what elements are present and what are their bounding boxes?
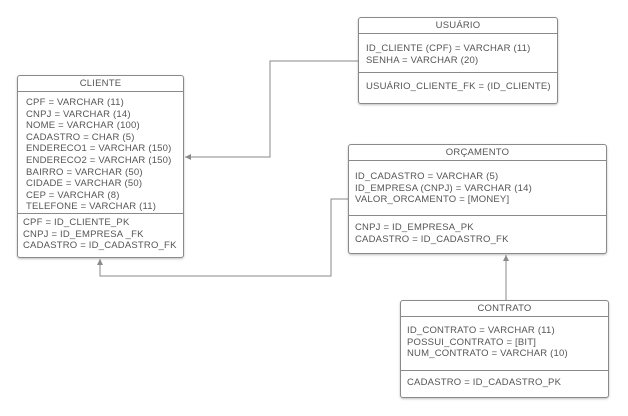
attribute-row: NOME = VARCHAR (100) [26,120,140,132]
attribute-row: ID_CADASTRO = VARCHAR (5) [355,171,499,182]
attribute-row: CEP = VARCHAR (8) [26,189,120,201]
attribute-row: CADASTRO = CHAR (5) [26,131,135,143]
arrowhead-cliente-bottom [97,259,103,265]
arrowhead-cliente-right [185,154,191,160]
entity-orcamento[interactable]: ORÇAMENTO ID_CADASTRO = VARCHAR (5) ID_E… [348,144,607,254]
entity-keys: CADASTRO = ID_CADASTRO_PK [401,371,608,392]
entity-attributes: ID_CLIENTE (CPF) = VARCHAR (11) SENHA = … [359,34,557,74]
attribute-row: NUM_CONTRATO = VARCHAR (10) [407,348,568,360]
arrowhead-orcamento-bottom [503,255,509,261]
entity-keys: USUÁRIO_CLIENTE_FK = (ID_CLIENTE) [359,73,557,96]
entity-contrato[interactable]: CONTRATO ID_CONTRATO = VARCHAR (11) POSS… [400,300,609,398]
key-row: CADASTRO = ID_CADASTRO_FK [23,240,177,252]
attribute-row: SENHA = VARCHAR (20) [366,54,479,66]
attribute-row: TELEFONE = VARCHAR (11) [26,201,157,213]
entity-attributes: CPF = VARCHAR (11) CNPJ = VARCHAR (14) N… [18,92,183,214]
attribute-row: ID_CONTRATO = VARCHAR (11) [407,325,555,336]
attribute-row: ID_EMPRESA (CNPJ) = VARCHAR (14) [355,182,532,194]
entity-cliente[interactable]: CLIENTE CPF = VARCHAR (11) CNPJ = VARCHA… [17,75,184,258]
entity-keys: CPF = ID_CLIENTE_PK CNPJ = ID_EMPRESA _F… [18,214,183,255]
attribute-row: CNPJ = VARCHAR (14) [26,108,131,120]
attribute-row: ID_CLIENTE (CPF) = VARCHAR (11) [366,43,531,54]
attribute-row: VALOR_ORCAMENTO = [MONEY] [355,194,510,206]
attribute-row: POSSUI_CONTRATO = [BIT] [407,336,537,348]
entity-title: ORÇAMENTO [349,145,606,161]
connector-usuario-cliente [185,60,358,158]
key-row: CNPJ = ID_EMPRESA _FK [23,228,144,240]
key-row: CADASTRO = ID_CADASTRO_FK [355,233,509,245]
attribute-row: BAIRRO = VARCHAR (50) [26,166,143,178]
attribute-row: ENDERECO1 = VARCHAR (150) [26,143,172,155]
entity-title: USUÁRIO [359,18,557,34]
key-row: USUÁRIO_CLIENTE_FK = (ID_CLIENTE) [366,81,551,93]
attribute-row: ENDERECO2 = VARCHAR (150) [26,154,172,166]
key-row: CPF = ID_CLIENTE_PK [23,217,130,228]
entity-attributes: ID_CADASTRO = VARCHAR (5) ID_EMPRESA (CN… [349,161,606,216]
key-row: CNPJ = ID_EMPRESA_PK [355,222,474,233]
key-row: CADASTRO = ID_CADASTRO_PK [407,377,562,388]
entity-title: CLIENTE [18,76,183,92]
entity-usuario[interactable]: USUÁRIO ID_CLIENTE (CPF) = VARCHAR (11) … [358,17,558,104]
connector-orcamento-cliente [99,198,348,277]
entity-keys: CNPJ = ID_EMPRESA_PK CADASTRO = ID_CADAS… [349,216,606,248]
entity-attributes: ID_CONTRATO = VARCHAR (11) POSSUI_CONTRA… [401,317,608,371]
attribute-row: CIDADE = VARCHAR (50) [26,178,143,190]
entity-title: CONTRATO [401,301,608,317]
attribute-row: CPF = VARCHAR (11) [26,97,125,108]
